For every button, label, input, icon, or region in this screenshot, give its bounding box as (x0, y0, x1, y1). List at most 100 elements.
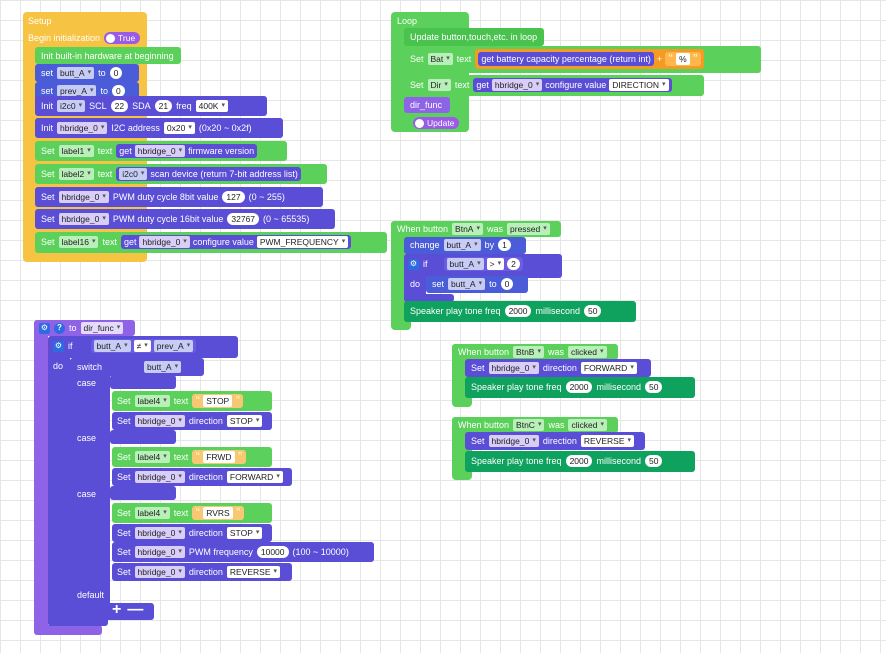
add-case-button[interactable]: + (112, 601, 122, 618)
butt-a-dropdown[interactable]: butt_A (446, 258, 484, 270)
dir-label-dropdown[interactable]: Dir (427, 79, 451, 91)
butt-a-dropdown[interactable]: butt_A (448, 278, 486, 290)
percent-text[interactable]: % (676, 53, 690, 65)
scan-device-reporter[interactable]: i2c0 scan device (return 7-bit address l… (116, 167, 301, 181)
label16-dropdown[interactable]: label16 (58, 236, 99, 248)
firmware-version-reporter[interactable]: get hbridge_0 firmware version (116, 144, 258, 158)
not-equal-reporter[interactable]: butt_A ≠ prev_A (90, 339, 197, 353)
bat-label-dropdown[interactable]: Bat (427, 53, 453, 65)
pwm-frequency-input[interactable]: 10000 (256, 546, 289, 558)
hbridge-dropdown[interactable]: hbridge_0 (58, 213, 109, 225)
stop-text[interactable]: STOP (203, 395, 233, 407)
ms-input[interactable]: 50 (645, 381, 663, 393)
compare-reporter[interactable]: butt_A > 2 (443, 257, 523, 271)
reverse-dropdown[interactable]: REVERSE (580, 435, 635, 447)
to-keyword: to (489, 279, 497, 289)
battery-reporter[interactable]: get battery capacity percentage (return … (478, 52, 654, 66)
direction-option-dropdown[interactable]: DIRECTION (609, 79, 669, 91)
hbridge-dropdown[interactable]: hbridge_0 (134, 145, 186, 157)
ms-input[interactable]: 50 (584, 305, 602, 317)
prev-a-value-input[interactable]: 0 (111, 85, 125, 97)
pressed-dropdown[interactable]: pressed (507, 223, 550, 235)
butt-a-dropdown[interactable]: butt_A (443, 239, 481, 251)
forward-dropdown[interactable]: FORWARD (226, 471, 283, 483)
update-toggle[interactable]: Update (413, 117, 460, 129)
label2-dropdown[interactable]: label2 (58, 168, 94, 180)
hbridge-dropdown[interactable]: hbridge_0 (134, 546, 185, 558)
freq-input[interactable]: 2000 (565, 455, 593, 467)
sda-input[interactable]: 21 (154, 100, 173, 112)
scl-input[interactable]: 22 (110, 100, 129, 112)
stop-dropdown[interactable]: STOP (226, 415, 263, 427)
frwd-text[interactable]: FRWD (203, 451, 235, 463)
percent-string[interactable]: “%” (665, 52, 701, 66)
gear-icon[interactable]: ⚙ (39, 322, 50, 334)
hbridge-dropdown[interactable]: hbridge_0 (134, 527, 185, 539)
btn-a-dropdown[interactable]: BtnA (452, 223, 483, 235)
clicked-dropdown[interactable]: clicked (568, 346, 607, 358)
hbridge-dropdown[interactable]: hbridge_0 (491, 79, 543, 91)
butt-a-dropdown[interactable]: butt_A (93, 340, 131, 352)
call-dir-func-block[interactable] (404, 97, 450, 113)
reverse-dropdown[interactable]: REVERSE (226, 566, 281, 578)
compare-value-input[interactable]: 2 (507, 258, 520, 270)
gear-icon[interactable]: ⚙ (53, 340, 64, 352)
direction-reporter[interactable]: get hbridge_0 configure value DIRECTION (473, 78, 672, 92)
i2c-dropdown[interactable]: i2c0 (57, 100, 86, 112)
hbridge-dropdown[interactable]: hbridge_0 (134, 566, 185, 578)
var-butt-a-dropdown[interactable]: butt_A (57, 67, 95, 79)
to-keyword: to (98, 68, 106, 78)
freq-input[interactable]: 2000 (504, 305, 532, 317)
address-dropdown[interactable]: 0x20 (163, 122, 195, 134)
gear-icon[interactable]: ⚙ (408, 258, 419, 270)
btn-c-dropdown[interactable]: BtnC (513, 419, 545, 431)
label4-dropdown[interactable]: label4 (134, 395, 170, 407)
var-prev-a-dropdown[interactable]: prev_A (57, 85, 97, 97)
clicked-dropdown[interactable]: clicked (568, 419, 607, 431)
function-definition-block[interactable] (34, 320, 48, 635)
freq-input[interactable]: 2000 (565, 381, 593, 393)
init-hardware-label: Init built-in hardware at beginning (41, 51, 174, 61)
update-button-block[interactable] (404, 28, 544, 46)
hbridge-dropdown[interactable]: hbridge_0 (134, 415, 185, 427)
pwm8-input[interactable]: 127 (222, 191, 245, 203)
pwm16-block[interactable] (35, 209, 335, 229)
pwm16-input[interactable]: 32767 (227, 213, 260, 225)
set-value-input[interactable]: 0 (500, 278, 514, 290)
frwd-string[interactable]: “FRWD” (192, 450, 246, 464)
butt-a-value-input[interactable]: 0 (109, 67, 123, 79)
remove-case-button[interactable]: — (127, 601, 144, 618)
prev-a-dropdown[interactable]: prev_A (153, 340, 194, 352)
label4-dropdown[interactable]: label4 (134, 507, 170, 519)
pwm-frequency-dropdown[interactable]: PWM_FREQUENCY (256, 236, 349, 248)
by-value-input[interactable]: 1 (498, 239, 511, 251)
hbridge-dropdown[interactable]: hbridge_0 (488, 362, 539, 374)
hbridge-dropdown[interactable]: hbridge_0 (58, 191, 109, 203)
hbridge-dropdown[interactable]: hbridge_0 (57, 122, 108, 134)
operator-dropdown[interactable]: ≠ (133, 340, 151, 352)
stop-dropdown[interactable]: STOP (226, 527, 263, 539)
call-dir-func-label: dir_func (410, 100, 443, 110)
hbridge-dropdown[interactable]: hbridge_0 (134, 471, 185, 483)
hbridge-dropdown[interactable]: hbridge_0 (139, 236, 190, 248)
switch-var-dropdown[interactable]: butt_A (144, 361, 182, 373)
set-keyword: Set (117, 508, 131, 518)
rvrs-text[interactable]: RVRS (203, 507, 233, 519)
info-icon[interactable]: ? (54, 322, 65, 334)
label1-dropdown[interactable]: label1 (58, 145, 94, 157)
rvrs-string[interactable]: “RVRS” (192, 506, 244, 520)
begin-init-toggle[interactable]: True (104, 32, 141, 44)
forward-dropdown[interactable]: FORWARD (580, 362, 637, 374)
hbridge-dropdown[interactable]: hbridge_0 (488, 435, 539, 447)
function-name-field[interactable]: dir_func (80, 322, 124, 334)
stop-string[interactable]: “STOP” (192, 394, 244, 408)
string-concat-reporter[interactable]: get battery capacity percentage (return … (475, 49, 704, 69)
freq-dropdown[interactable]: 400K (195, 100, 228, 112)
i2c-dropdown[interactable]: i2c0 (119, 168, 148, 180)
ms-input[interactable]: 50 (645, 455, 663, 467)
operator-dropdown[interactable]: > (486, 258, 505, 270)
configure-value-reporter[interactable]: get hbridge_0 configure value PWM_FREQUE… (120, 235, 352, 249)
init-hardware-block[interactable] (35, 47, 181, 64)
label4-dropdown[interactable]: label4 (134, 451, 170, 463)
btn-b-dropdown[interactable]: BtnB (513, 346, 544, 358)
